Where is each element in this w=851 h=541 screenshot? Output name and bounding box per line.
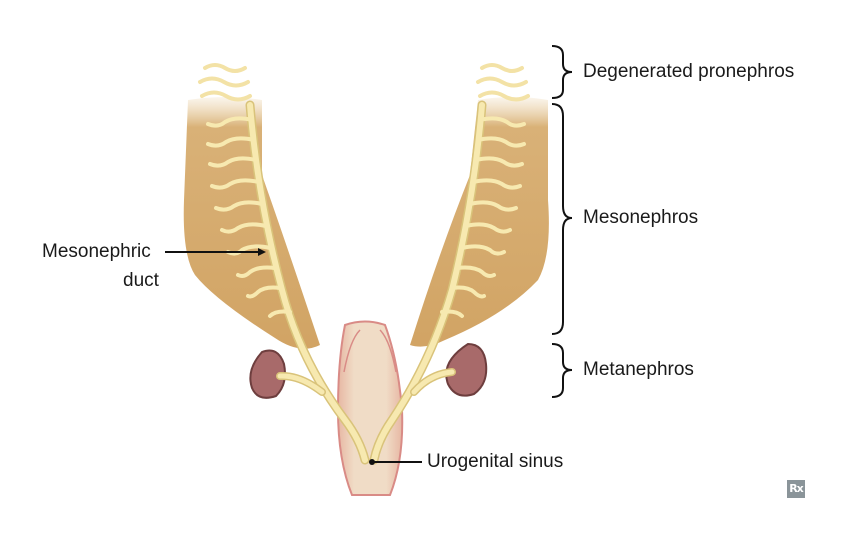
pronephros-left-remnants: [198, 63, 252, 102]
pronephros-right-remnants: [476, 63, 530, 102]
label-degenerated-pronephros: Degenerated pronephros: [583, 61, 795, 82]
brace-pronephros: [551, 45, 573, 99]
brace-mesonephros: [551, 103, 573, 335]
label-mesonephric-line2: duct: [123, 270, 159, 291]
label-mesonephric-line1: Mesonephric: [42, 241, 151, 262]
urogenital-sinus: [336, 320, 404, 496]
label-urogenital-sinus: Urogenital sinus: [427, 451, 564, 472]
metanephros-left: [249, 349, 326, 399]
mesonephric-duct-left: [206, 100, 370, 465]
leader-urogenital-sinus: [369, 459, 422, 465]
metanephros-right: [410, 342, 488, 397]
brace-metanephros: [551, 343, 573, 398]
rx-logo: Rx: [787, 480, 805, 498]
mesonephros-right-tissue: [410, 97, 549, 347]
leader-mesonephric-duct: [165, 248, 266, 256]
mesonephric-duct-right: [369, 100, 526, 465]
label-metanephros: Metanephros: [583, 359, 694, 380]
label-mesonephros: Mesonephros: [583, 207, 699, 228]
